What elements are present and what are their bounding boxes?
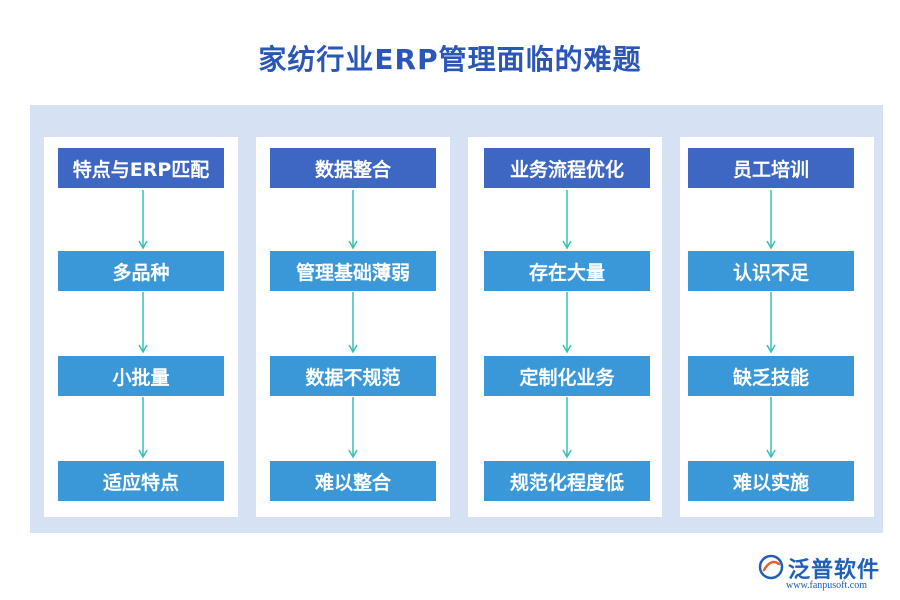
diagram-title: 家纺行业ERP管理面临的难题: [258, 43, 642, 76]
arrow-down-icon: [348, 397, 358, 459]
fanpu-logo-icon: [758, 554, 784, 584]
brand-logo: 泛普软件 www.fanpusoft.com: [758, 552, 888, 596]
step-box-2-2: 数据不规范: [270, 356, 436, 396]
arrow-down-icon: [562, 292, 572, 354]
column-header-4: 员工培训: [688, 148, 854, 188]
arrow-down-icon: [348, 292, 358, 354]
step-box-2-1: 管理基础薄弱: [270, 251, 436, 291]
arrow-down-icon: [562, 397, 572, 459]
step-box-3-3: 规范化程度低: [484, 461, 650, 501]
arrow-down-icon: [766, 190, 776, 250]
arrow-down-icon: [562, 190, 572, 250]
logo-url: www.fanpusoft.com: [786, 580, 868, 591]
step-box-4-1: 认识不足: [688, 251, 854, 291]
arrow-down-icon: [766, 397, 776, 459]
column-card-4: [680, 137, 874, 517]
step-box-1-2: 小批量: [58, 356, 224, 396]
logo-name: 泛普软件: [788, 558, 881, 583]
column-header-2: 数据整合: [270, 148, 436, 188]
column-header-3: 业务流程优化: [484, 148, 650, 188]
step-box-3-2: 定制化业务: [484, 356, 650, 396]
step-box-1-3: 适应特点: [58, 461, 224, 501]
arrow-down-icon: [348, 190, 358, 250]
arrow-down-icon: [138, 190, 148, 250]
column-header-1: 特点与ERP匹配: [58, 148, 224, 188]
step-box-3-1: 存在大量: [484, 251, 650, 291]
step-box-1-1: 多品种: [58, 251, 224, 291]
step-box-4-2: 缺乏技能: [688, 356, 854, 396]
arrow-down-icon: [766, 292, 776, 354]
arrow-down-icon: [138, 292, 148, 354]
arrow-down-icon: [138, 397, 148, 459]
step-box-4-3: 难以实施: [688, 461, 854, 501]
step-box-2-3: 难以整合: [270, 461, 436, 501]
